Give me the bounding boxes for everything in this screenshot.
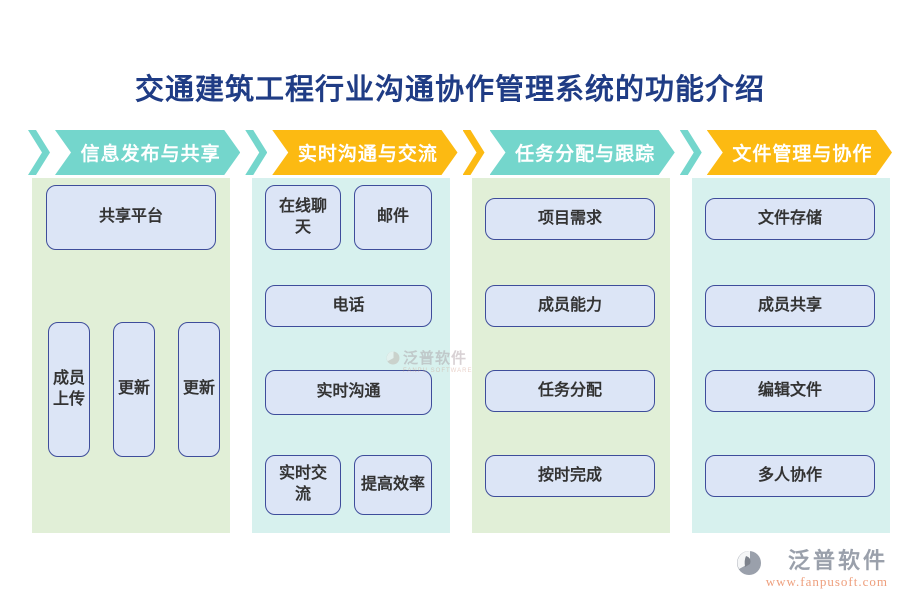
- feature-box-improve-efficiency: 提高效率: [354, 455, 432, 515]
- banner-label: 任务分配与跟踪: [515, 144, 656, 165]
- feature-box-member-sharing: 成员共享: [705, 285, 875, 327]
- chevron-separator-3: [463, 130, 485, 175]
- feature-label: 成员上传: [52, 369, 85, 408]
- feature-box-email: 邮件: [354, 185, 432, 250]
- feature-box-online-chat: 在线聊天: [265, 185, 341, 250]
- footer-website: www.fanpusoft.com: [765, 574, 888, 589]
- banner-info-publish-share: 信息发布与共享: [55, 130, 240, 175]
- fanpu-footer-logo: 泛普软件 www.fanpusoft.com: [736, 550, 888, 588]
- feature-label: 提高效率: [361, 475, 426, 493]
- feature-label: 成员能力: [537, 296, 602, 314]
- panel-task-assign-track: 项目需求 成员能力 任务分配 按时完成: [472, 178, 670, 533]
- panel-realtime-communication: 在线聊天 邮件 电话 实时沟通 实时交流 提高效率: [252, 178, 450, 533]
- banner-label: 实时沟通与交流: [297, 144, 438, 165]
- chevron-separator-2: [245, 130, 267, 175]
- feature-box-update-2: 更新: [178, 322, 220, 457]
- page-title: 交通建筑工程行业沟通协作管理系统的功能介绍: [134, 74, 765, 106]
- fanpu-logo-icon: [736, 550, 761, 575]
- feature-box-multi-user-collab: 多人协作: [705, 455, 875, 497]
- feature-box-on-time-completion: 按时完成: [485, 455, 655, 497]
- feature-box-project-requirements: 项目需求: [485, 198, 655, 240]
- panel-info-publish-share: 共享平台 成员上传 更新 更新: [32, 178, 230, 533]
- banner-label: 文件管理与协作: [732, 144, 873, 165]
- feature-box-share-platform: 共享平台: [46, 185, 216, 250]
- feature-box-phone: 电话: [265, 285, 432, 327]
- feature-box-member-ability: 成员能力: [485, 285, 655, 327]
- feature-box-file-storage: 文件存储: [705, 198, 875, 240]
- feature-label: 项目需求: [537, 209, 602, 227]
- feature-label: 实时交流: [278, 465, 327, 503]
- banner-row: 信息发布与共享 实时沟通与交流 任务分配与跟踪 文件管理与协作: [28, 130, 892, 175]
- feature-label: 成员共享: [757, 296, 822, 314]
- feature-box-realtime-comm: 实时沟通: [265, 370, 432, 415]
- columns-container: 共享平台 成员上传 更新 更新 在线聊天 邮件 电话 实时沟通: [32, 178, 890, 533]
- chevron-separator-1: [28, 130, 50, 175]
- feature-label: 共享平台: [98, 208, 163, 226]
- feature-label: 更新: [182, 380, 215, 398]
- chevron-separator-4: [680, 130, 702, 175]
- feature-box-task-assignment: 任务分配: [485, 370, 655, 412]
- footer-brand: 泛普软件: [787, 548, 888, 573]
- feature-label: 任务分配: [537, 381, 602, 399]
- feature-label: 邮件: [376, 208, 409, 226]
- feature-label: 按时完成: [537, 466, 602, 484]
- banner-realtime-communication: 实时沟通与交流: [272, 130, 457, 175]
- feature-label: 编辑文件: [757, 381, 822, 399]
- feature-box-edit-files: 编辑文件: [705, 370, 875, 412]
- panel-file-manage-collab: 文件存储 成员共享 编辑文件 多人协作: [692, 178, 890, 533]
- feature-box-member-upload: 成员上传: [48, 322, 90, 457]
- banner-task-assign-track: 任务分配与跟踪: [490, 130, 675, 175]
- feature-label: 实时沟通: [316, 383, 381, 401]
- feature-box-realtime-exchange: 实时交流: [265, 455, 341, 515]
- feature-label: 文件存储: [757, 209, 822, 227]
- feature-label: 在线聊天: [278, 197, 327, 236]
- banner-label: 信息发布与共享: [80, 144, 221, 165]
- footer-text: 泛普软件 www.fanpusoft.com: [765, 548, 888, 589]
- feature-box-update-1: 更新: [113, 322, 155, 457]
- banner-file-manage-collab: 文件管理与协作: [707, 130, 892, 175]
- feature-label: 多人协作: [757, 466, 822, 484]
- feature-label: 更新: [117, 380, 150, 398]
- feature-label: 电话: [332, 296, 365, 314]
